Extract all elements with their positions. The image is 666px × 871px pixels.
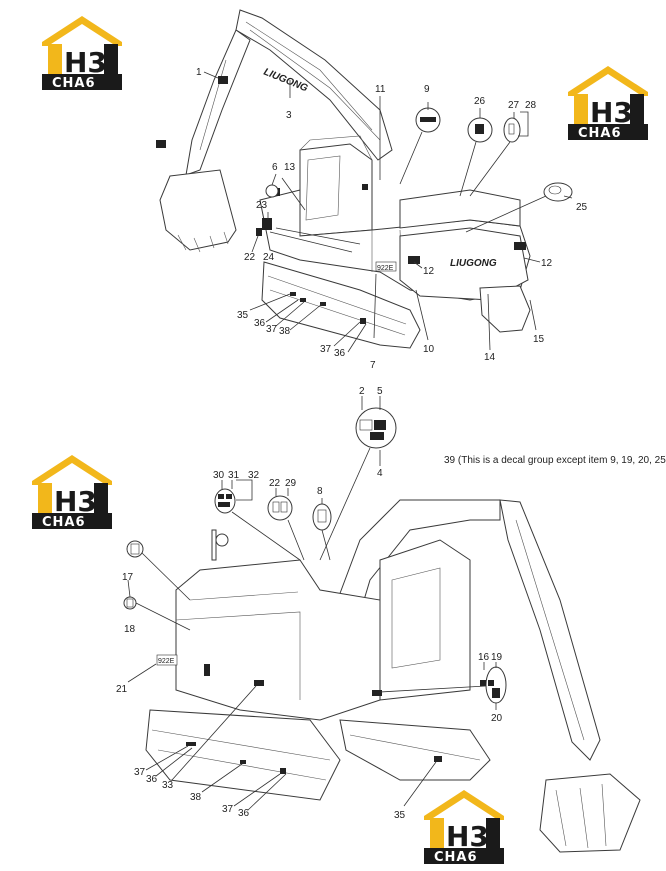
callout-32: 32	[248, 470, 260, 481]
callout-36: 36	[254, 318, 266, 329]
callout-3: 3	[286, 110, 292, 121]
model-badge: 922E	[377, 265, 394, 272]
callout-24: 24	[263, 252, 275, 263]
callout-26: 26	[474, 96, 486, 107]
callout-16: 16	[478, 652, 490, 663]
callout-36: 36	[334, 348, 346, 359]
callout-37: 37	[320, 344, 332, 355]
watermark-logo: H3 CHA6	[32, 455, 112, 530]
callout-20: 20	[491, 713, 503, 724]
callouts-top: 1 3 6 13 11 9 26 27 28 25 23 22 24 12 12…	[196, 67, 588, 371]
callout-36: 36	[146, 774, 158, 785]
callout-23: 23	[256, 200, 268, 211]
callout-1: 1	[196, 67, 202, 78]
callout-12: 12	[541, 258, 553, 269]
callout-29: 29	[285, 478, 297, 489]
callout-4: 4	[377, 468, 383, 479]
callout-13: 13	[284, 162, 296, 173]
svg-text:H3: H3	[64, 46, 107, 79]
callout-7: 7	[370, 360, 376, 371]
callout-18: 18	[124, 624, 136, 635]
callout-30: 30	[213, 470, 225, 481]
leader-lines-bottom	[127, 396, 497, 811]
callout-33: 33	[162, 780, 174, 791]
callout-8: 8	[317, 486, 323, 497]
callout-19: 19	[491, 652, 503, 663]
callout-38: 38	[279, 326, 291, 337]
callout-37: 37	[222, 804, 234, 815]
callout-11: 11	[375, 84, 386, 95]
svg-text:CHA6: CHA6	[434, 850, 478, 865]
callouts-bottom: 2 5 4 30 31 32 22 29 8 17 18 21 16 19 20…	[116, 386, 503, 821]
svg-text:H3: H3	[590, 96, 633, 129]
callout-37: 37	[266, 324, 278, 335]
callout-25: 25	[576, 202, 588, 213]
callout-27: 27	[508, 100, 520, 111]
callout-6: 6	[272, 162, 278, 173]
callout-2: 2	[359, 386, 365, 397]
watermark-logo: H3 CHA6	[568, 66, 648, 141]
callout-28: 28	[525, 100, 537, 111]
callout-21: 21	[116, 684, 128, 695]
callout-37: 37	[134, 767, 146, 778]
callout-35: 35	[394, 810, 406, 821]
callout-9: 9	[424, 84, 430, 95]
callout-12: 12	[423, 266, 435, 277]
excavator-front-view: LIUGONG LIUGONG 922E	[156, 9, 573, 349]
callout-14: 14	[484, 352, 496, 363]
svg-text:H3: H3	[446, 820, 489, 853]
callout-22: 22	[244, 252, 256, 263]
callout-38: 38	[190, 792, 202, 803]
svg-text:CHA6: CHA6	[578, 126, 622, 141]
leader-lines-top	[203, 71, 573, 353]
svg-text:H3: H3	[54, 485, 97, 518]
model-badge: 922E	[158, 658, 175, 665]
svg-text:CHA6: CHA6	[42, 515, 86, 530]
callout-31: 31	[228, 470, 240, 481]
callout-36: 36	[238, 808, 250, 819]
excavator-rear-view: 922E	[123, 407, 641, 853]
callout-15: 15	[533, 334, 545, 345]
callout-17: 17	[122, 572, 134, 583]
decal-group-note: 39 (This is a decal group except item 9,…	[444, 455, 666, 466]
brand-decal-rear: LIUGONG	[450, 258, 497, 269]
svg-text:CHA6: CHA6	[52, 76, 96, 91]
watermark-logo: H3 CHA6	[424, 790, 504, 865]
watermark-logo: H3 CHA6	[42, 16, 122, 91]
callout-35: 35	[237, 310, 249, 321]
callout-5: 5	[377, 386, 383, 397]
callout-10: 10	[423, 344, 435, 355]
callout-22: 22	[269, 478, 281, 489]
